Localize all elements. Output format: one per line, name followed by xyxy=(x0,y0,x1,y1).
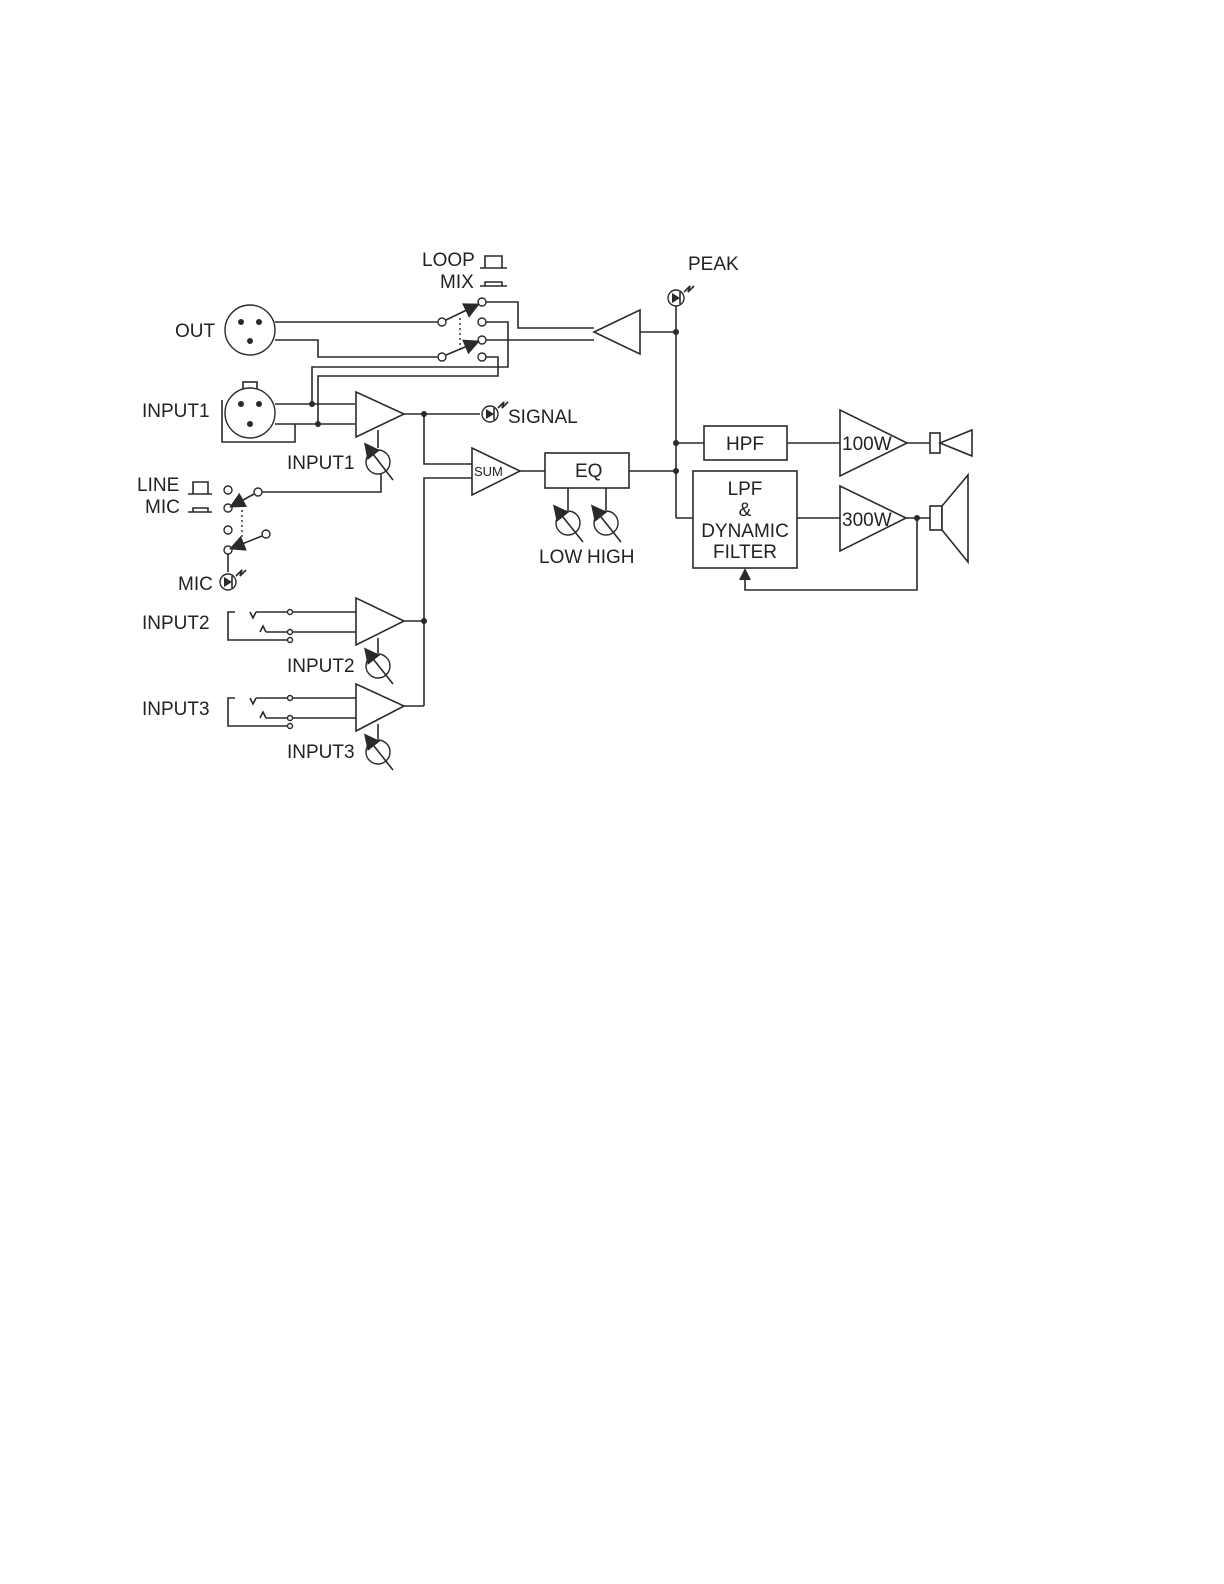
mic-switch-label: MIC xyxy=(145,497,180,518)
low-label: LOW xyxy=(539,547,582,568)
lpf-label-line2: & xyxy=(739,500,752,521)
eq-low-knob: LOW xyxy=(539,488,583,568)
mic-led-label: MIC xyxy=(178,574,213,595)
input1-jack-label: INPUT1 xyxy=(142,401,210,422)
sum-label: SUM xyxy=(474,464,503,479)
input3-gain-knob: INPUT3 xyxy=(287,724,393,770)
input2-preamp xyxy=(356,598,404,645)
woofer-icon xyxy=(930,475,968,562)
lpf-label-line4: FILTER xyxy=(713,542,777,563)
button-down-icon xyxy=(480,282,507,286)
amp-300w-label: 300W xyxy=(842,510,892,531)
input1-gain-knob: INPUT1 xyxy=(287,430,393,480)
loop-mix-switch: LOOP MIX xyxy=(422,250,507,361)
amp-100w: 100W xyxy=(840,410,907,476)
out-label: OUT xyxy=(175,321,216,342)
input1-preamp xyxy=(356,392,404,437)
input2-jack: INPUT2 xyxy=(142,610,293,643)
lpf-label-line3: DYNAMIC xyxy=(701,521,789,542)
amp-100w-label: 100W xyxy=(842,434,892,455)
tweeter-icon xyxy=(930,430,972,456)
mic-led: MIC xyxy=(178,570,246,595)
eq-label: EQ xyxy=(575,461,602,482)
signal-led: SIGNAL xyxy=(482,402,578,428)
eq-block: EQ xyxy=(545,453,629,488)
hpf-block: HPF xyxy=(704,426,787,460)
input3-pot-label: INPUT3 xyxy=(287,742,355,763)
line-mic-switch: LINE MIC xyxy=(137,475,270,572)
input2-gain-knob: INPUT2 xyxy=(287,638,393,684)
input3-preamp xyxy=(356,684,404,731)
button-up-icon xyxy=(480,256,507,268)
hpf-label: HPF xyxy=(726,434,764,455)
input1-pot-label: INPUT1 xyxy=(287,453,355,474)
input2-jack-label: INPUT2 xyxy=(142,613,210,634)
lpf-label-line1: LPF xyxy=(728,479,763,500)
sum-amplifier: SUM xyxy=(472,448,520,495)
mix-label: MIX xyxy=(440,272,474,293)
input2-pot-label: INPUT2 xyxy=(287,656,355,677)
amp-300w: 300W xyxy=(840,486,906,551)
loop-amplifier xyxy=(594,310,640,354)
high-label: HIGH xyxy=(587,547,635,568)
eq-high-knob: HIGH xyxy=(587,488,635,568)
loop-label: LOOP xyxy=(422,250,475,271)
out-xlr-connector: OUT xyxy=(175,305,275,355)
input3-jack: INPUT3 xyxy=(142,696,293,729)
peak-led: PEAK xyxy=(668,254,739,306)
line-label: LINE xyxy=(137,475,179,496)
input1-xlr-connector: INPUT1 xyxy=(142,382,275,438)
input3-jack-label: INPUT3 xyxy=(142,699,210,720)
lpf-dynamic-filter-block: LPF & DYNAMIC FILTER xyxy=(693,471,797,568)
signal-label: SIGNAL xyxy=(508,407,578,428)
peak-label: PEAK xyxy=(688,254,739,275)
